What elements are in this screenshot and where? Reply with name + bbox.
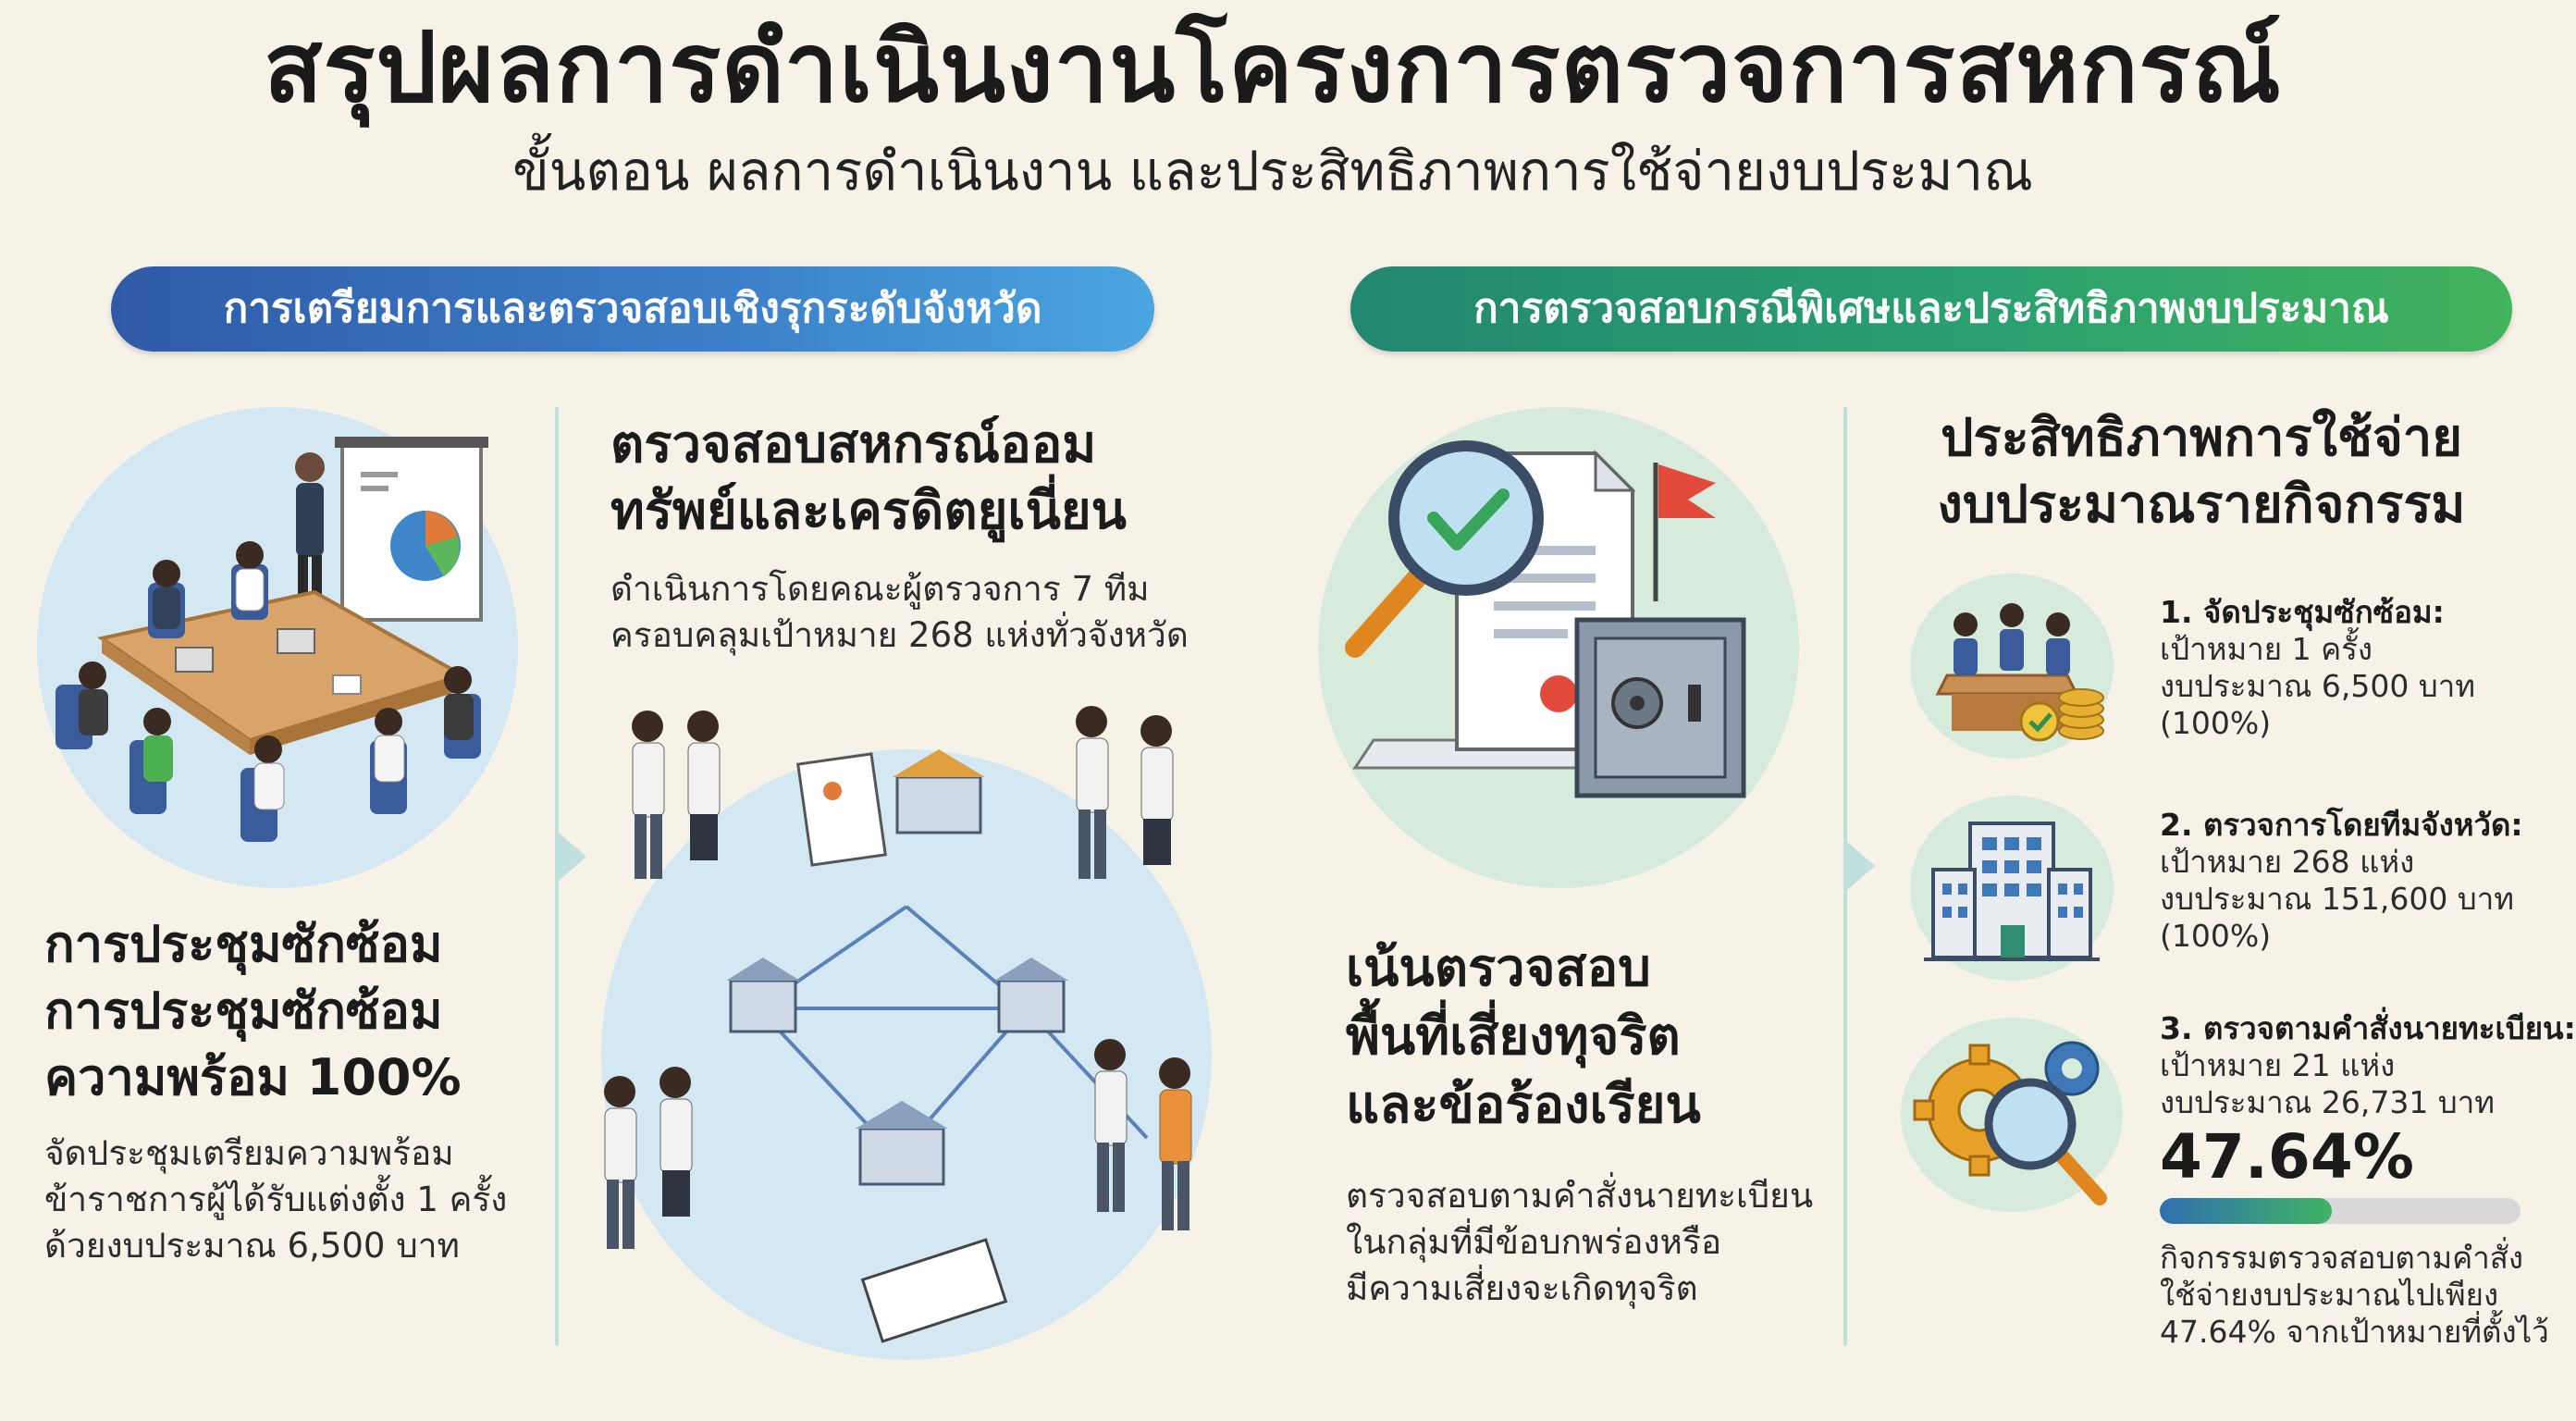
chevron-right-icon (559, 833, 586, 881)
activity-1-line: (100%) (2160, 705, 2272, 741)
office-building-icon (1910, 796, 2114, 981)
activity-1-line: เป้าหมาย 1 ครั้ง (2160, 631, 2373, 667)
percent-label: 47.64% (2160, 1121, 2414, 1192)
chevron-right-icon (1847, 842, 1875, 890)
page-title: สรุปผลการดำเนินงานโครงการตรวจการสหกรณ์ (264, 11, 2282, 124)
col1-heading-line: การประชุมซักซ้อม (44, 915, 443, 973)
budget-note-line: 47.64% จากเป้าหมายที่ตั้งไว้ (2160, 1314, 2549, 1350)
col2-body-line: ดำเนินการโดยคณะผู้ตรวจการ 7 ทีม (610, 569, 1150, 609)
meeting-coins-icon (1910, 574, 2114, 759)
column-divider-2 (1843, 407, 1847, 1346)
col1-heading-line: การประชุมซักซ้อม (44, 982, 443, 1040)
col1-body-line: จัดประชุมเตรียมความพร้อม (44, 1133, 454, 1173)
page-subtitle: ขั้นตอน ผลการดำเนินงาน และประสิทธิภาพการ… (512, 140, 2033, 203)
activity-3-title: 3. ตรวจตามคำสั่งนายทะเบียน: (2160, 1010, 2576, 1046)
activity-1-title: 1. จัดประชุมซักซ้อม: (2160, 594, 2445, 630)
activity-2-line: (100%) (2160, 918, 2272, 954)
col1-body-line: ข้าราชการผู้ได้รับแต่งตั้ง 1 ครั้ง (44, 1180, 508, 1219)
budget-progress-bar (2160, 1198, 2521, 1224)
col3-body-line: มีความเสี่ยงจะเกิดทุจริต (1346, 1268, 1698, 1308)
col1-body: จัดประชุมเตรียมความพร้อม ข้าราชการผู้ได้… (44, 1131, 544, 1269)
col2-body: ดำเนินการโดยคณะผู้ตรวจการ 7 ทีม ครอบคลุม… (610, 566, 1258, 659)
activity-3-line: งบประมาณ 26,731 บาท (2160, 1084, 2496, 1120)
col4-heading: ประสิทธิภาพการใช้จ่าย งบประมาณรายกิจกรรม (1878, 405, 2525, 538)
col1-heading-line: ความพร้อม 100% (44, 1048, 462, 1106)
col4-heading-line: งบประมาณรายกิจกรรม (1937, 475, 2466, 535)
col2-heading-line: ทรัพย์และเครดิตยูเนี่ยน (610, 481, 1127, 541)
col3-body-line: ในกลุ่มที่มีข้อบกพร่องหรือ (1346, 1222, 1722, 1262)
activity-2-line: งบประมาณ 151,600 บาท (2160, 881, 2515, 917)
activity-2-title: 2. ตรวจการโดยทีมจังหวัด: (2160, 807, 2523, 843)
col3-heading: เน้นตรวจสอบ พื้นที่เสี่ยงทุจริต และข้อร้… (1346, 934, 1827, 1140)
activity-1-line: งบประมาณ 6,500 บาท (2160, 668, 2476, 704)
section-banner-left: การเตรียมการและตรวจสอบเชิงรุกระดับจังหวั… (111, 266, 1154, 352)
budget-note-line: ใช้จ่ายงบประมาณไปเพียง (2160, 1277, 2499, 1313)
col3-heading-line: เน้นตรวจสอบ (1346, 938, 1651, 998)
section-banner-right: การตรวจสอบกรณีพิเศษและประสิทธิภาพงบประมา… (1350, 266, 2512, 352)
col3-heading-line: พื้นที่เสี่ยงทุจริต (1346, 1007, 1681, 1067)
cooperative-network-icon (592, 703, 1239, 1360)
budget-note: กิจกรรมตรวจสอบตามคำสั่ง ใช้จ่ายงบประมาณไ… (2160, 1240, 2549, 1351)
activity-3-line: เป้าหมาย 21 แห่ง (2160, 1047, 2396, 1083)
activity-2-line: เป้าหมาย 268 แห่ง (2160, 844, 2415, 880)
column-divider-1 (555, 407, 559, 1346)
col4-heading-line: ประสิทธิภาพการใช้จ่าย (1940, 408, 2463, 468)
col1-heading: การประชุมซักซ้อม การประชุมซักซ้อม ความพร… (44, 911, 544, 1111)
activity-2: 2. ตรวจการโดยทีมจังหวัด: เป้าหมาย 268 แห… (2160, 807, 2530, 955)
col2-heading: ตรวจสอบสหกรณ์ออม ทรัพย์และเครดิตยูเนี่ยน (610, 412, 1258, 545)
col3-body-line: ตรวจสอบตามคำสั่งนายทะเบียน (1346, 1176, 1814, 1216)
audit-magnifier-safe-icon (1318, 407, 1799, 888)
col3-body: ตรวจสอบตามคำสั่งนายทะเบียน ในกลุ่มที่มีข… (1346, 1173, 1827, 1312)
col2-heading-line: ตรวจสอบสหกรณ์ออม (610, 414, 1097, 475)
activity-1: 1. จัดประชุมซักซ้อม: เป้าหมาย 1 ครั้ง งบ… (2160, 594, 2530, 742)
gear-magnifier-icon (1901, 1018, 2123, 1212)
meeting-room-icon (37, 407, 518, 888)
activity-3: 3. ตรวจตามคำสั่งนายทะเบียน: เป้าหมาย 21 … (2160, 1010, 2576, 1121)
budget-note-line: กิจกรรมตรวจสอบตามคำสั่ง (2160, 1240, 2524, 1276)
col3-heading-line: และข้อร้องเรียน (1346, 1075, 1701, 1135)
col1-body-line: ด้วยงบประมาณ 6,500 บาท (44, 1226, 460, 1266)
col2-body-line: ครอบคลุมเป้าหมาย 268 แห่งทั่วจังหวัด (610, 615, 1189, 655)
budget-progress-fill (2160, 1198, 2332, 1224)
